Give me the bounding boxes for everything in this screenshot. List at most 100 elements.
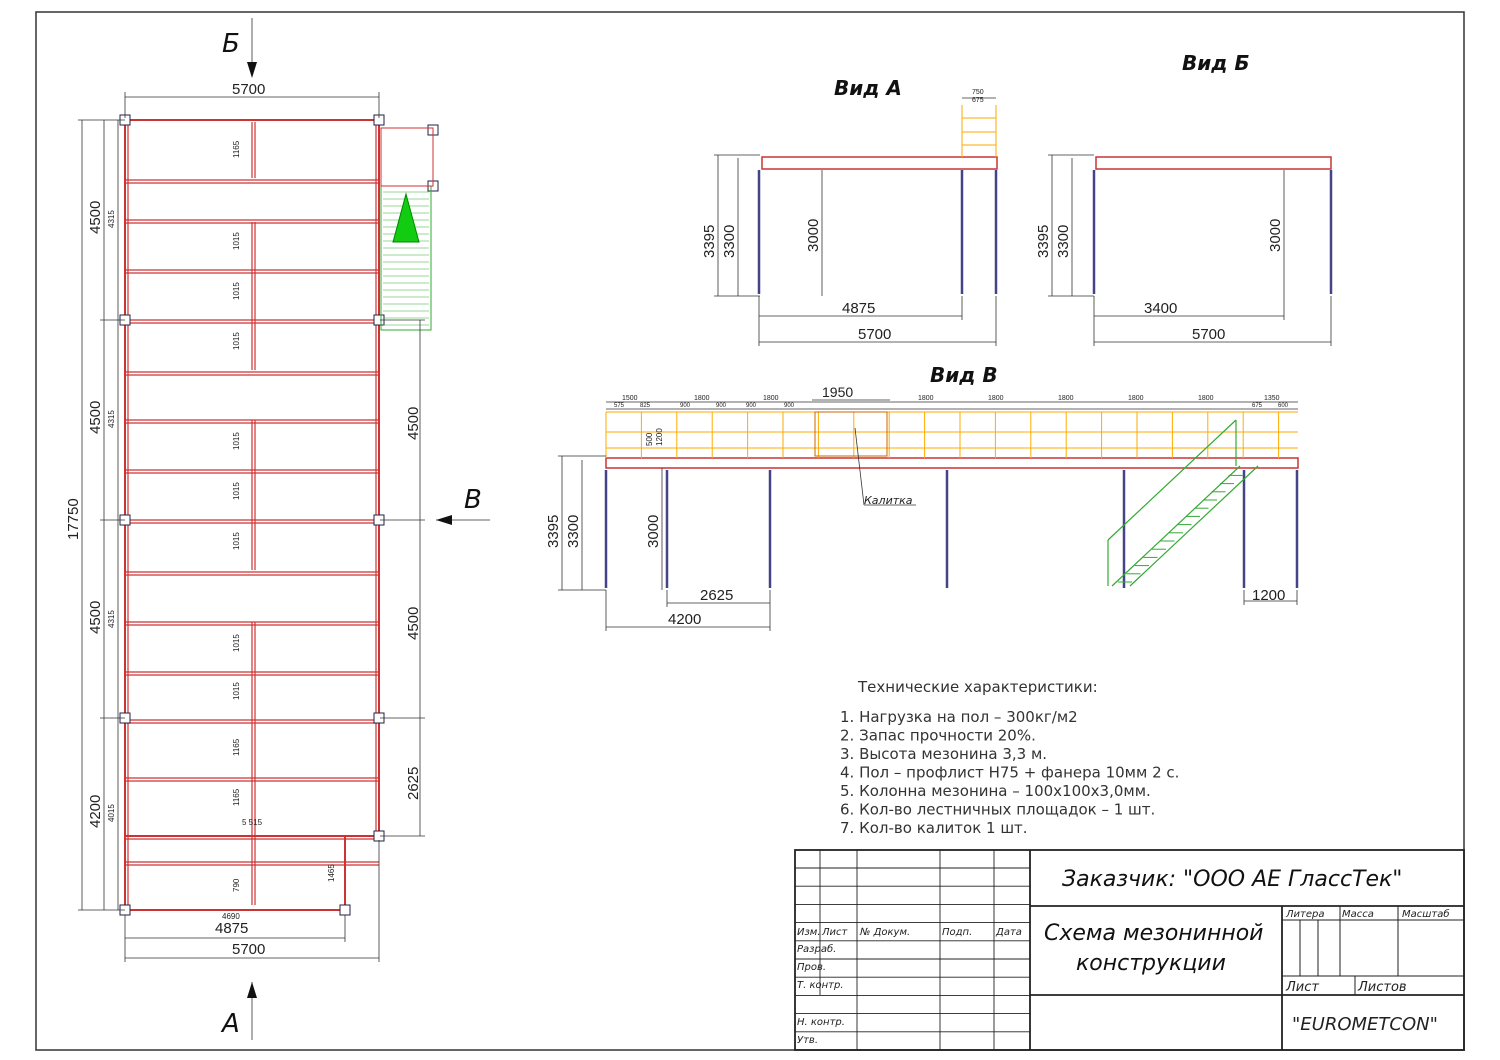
section-a-marker: А	[220, 1009, 240, 1039]
plan-dim-bottom-width: 5700	[232, 941, 265, 958]
plan-dim-bottom-small: 4690	[222, 912, 240, 921]
spec-item: 1. Нагрузка на пол – 300кг/м2	[840, 708, 1078, 726]
view-a-dim-3300: 3300	[721, 225, 738, 258]
view-v-top-dim: 1800	[1058, 395, 1074, 402]
view-v-sub-dim: 675	[1252, 403, 1263, 409]
view-v-dim-1200: 1200	[1252, 587, 1285, 604]
view-v-title: Вид В	[930, 363, 998, 387]
plan-left-dim: 4200	[87, 795, 104, 828]
view-v-columns	[604, 470, 1299, 588]
view-a-deck	[761, 156, 998, 170]
view-v-sub-dim: 900	[680, 403, 691, 409]
plan-dim-top-width: 5700	[232, 81, 265, 98]
tb-col-izm: Изм.	[797, 927, 821, 938]
plan-right-dim: 4500	[405, 407, 422, 440]
view-b-dim-3300: 3300	[1055, 225, 1072, 258]
view-v-dim-1100: 1200	[655, 428, 664, 446]
view-b-dim-3400: 3400	[1144, 300, 1177, 317]
view-v-sub-dim: 575	[614, 403, 625, 409]
view-v-top-dim: 1500	[622, 395, 638, 402]
tb-litera: Литера	[1285, 909, 1324, 920]
title-block	[794, 849, 1465, 1051]
plan-left-dim: 4500	[87, 201, 104, 234]
floor-plan: Б А В 5700 4875 5700 4690 17750 45004500…	[65, 18, 490, 1040]
view-v-dim-3300: 3300	[565, 515, 582, 548]
view-v-stair	[1107, 419, 1259, 587]
view-v-top-dim: 1800	[988, 395, 1004, 402]
plan-left-inner-dim: 4315	[107, 410, 116, 428]
view-v-sub-dim: 900	[784, 403, 795, 409]
view-v-sub-dim: 825	[640, 403, 651, 409]
plan-left-dim: 4500	[87, 601, 104, 634]
plan-left-dim: 4500	[87, 401, 104, 434]
plan-left-inner-dim: 4315	[107, 210, 116, 228]
view-a-dim-5700: 5700	[858, 326, 891, 343]
specs-list: 1. Нагрузка на пол – 300кг/м22. Запас пр…	[840, 708, 1179, 837]
plan-beam-dim: 1165	[232, 140, 241, 158]
view-v-top-dim: 1800	[1128, 395, 1144, 402]
tb-row-utv: Утв.	[797, 1035, 818, 1046]
spec-item: 7. Кол-во калиток 1 шт.	[840, 819, 1028, 837]
plan-landing	[380, 127, 434, 187]
gate-label: Калитка	[864, 494, 913, 507]
plan-columns	[119, 114, 439, 916]
view-v-dim-3000: 3000	[645, 515, 662, 548]
plan-beams	[125, 120, 379, 910]
view-a: Вид А 3395 3300 3000 4875 5700 750 675	[701, 76, 998, 346]
view-v-dimension-lines	[558, 399, 1298, 631]
plan-right-dim: 4500	[405, 607, 422, 640]
tb-list: Лист	[1285, 980, 1319, 995]
plan-beam-dim: 1015	[232, 282, 241, 300]
view-v-deck	[605, 457, 1299, 469]
view-b: Вид Б 3395 3300 3000 3400 5700	[1035, 51, 1333, 346]
plan-beam-dim: 1015	[232, 232, 241, 250]
plan-left-inner-dim: 4015	[107, 804, 116, 822]
plan-left-inner-dim: 4315	[107, 610, 116, 628]
tb-row-prov: Пров.	[797, 962, 826, 973]
specs-heading: Технические характеристики:	[857, 678, 1098, 696]
technical-specs: Технические характеристики: 1. Нагрузка …	[840, 678, 1179, 837]
section-v-marker: В	[464, 485, 482, 515]
view-a-dim-4875: 4875	[842, 300, 875, 317]
view-a-dim-675: 675	[972, 97, 984, 104]
view-b-dim-5700: 5700	[1192, 326, 1225, 343]
plan-beam-dim: 1015	[232, 482, 241, 500]
view-a-dim-750: 750	[972, 89, 984, 96]
view-v-dim-2625: 2625	[700, 587, 733, 604]
view-v-railing	[605, 411, 1298, 458]
view-a-dim-3000: 3000	[805, 219, 822, 252]
section-v-arrow-icon	[436, 515, 452, 525]
tb-row-nkontr: Н. контр.	[797, 1017, 845, 1028]
tb-listov: Листов	[1357, 980, 1407, 995]
plan-beam-dims: 1165101510151015101510151015101510151165…	[232, 140, 241, 892]
view-b-columns	[1092, 170, 1333, 294]
section-a-arrow-icon	[247, 982, 257, 998]
view-v-top-dim: 1800	[1198, 395, 1214, 402]
stair-direction-arrow-icon	[392, 192, 420, 243]
customer-label: Заказчик: "ООО АЕ ГлассТек"	[1062, 867, 1402, 892]
tb-col-list: Лист	[821, 927, 849, 938]
spec-item: 5. Колонна мезонина – 100х100х3,0мм.	[840, 782, 1151, 800]
view-a-dim-3395: 3395	[701, 225, 718, 258]
plan-dim-total-length: 17750	[65, 498, 82, 540]
drawing-title-line2: конструкции	[1076, 951, 1226, 976]
tb-col-podp: Подп.	[942, 927, 972, 938]
plan-beam-dim: 1165	[232, 788, 241, 806]
view-v-top-dim: 1800	[694, 395, 710, 402]
view-a-dimension-lines	[714, 97, 997, 346]
plan-beam-dim: 1015	[232, 332, 241, 350]
view-v-dim-4200: 4200	[668, 611, 701, 628]
view-b-dim-3395: 3395	[1035, 225, 1052, 258]
view-a-title: Вид А	[834, 76, 902, 100]
plan-dim-5515: 5 515	[242, 818, 263, 827]
view-v-dim-3395: 3395	[545, 515, 562, 548]
plan-dim-1465: 1465	[327, 864, 336, 882]
spec-item: 6. Кол-во лестничных площадок – 1 шт.	[840, 801, 1155, 819]
tb-massa: Масса	[1342, 909, 1374, 920]
view-v-sub-dim: 900	[746, 403, 757, 409]
